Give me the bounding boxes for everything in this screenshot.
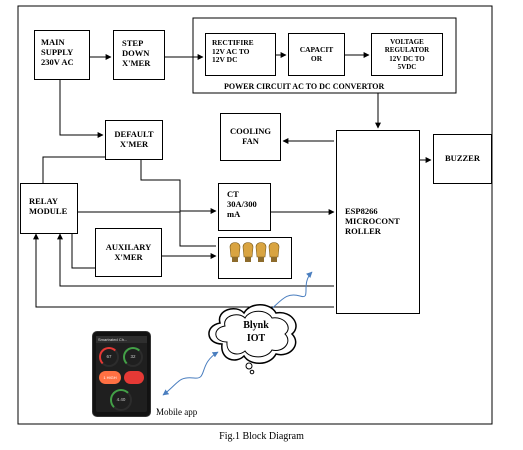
relay-module-block: RELAY MODULE bbox=[20, 183, 78, 234]
cooling-fan-line-1: COOLING bbox=[229, 126, 272, 137]
app-high-button: 1 HIGH bbox=[99, 371, 121, 384]
main-supply-line-3: 230V AC bbox=[41, 56, 74, 67]
regulator-line-4: 5VDC bbox=[397, 62, 417, 71]
ct-block: CT 30A/300 mA bbox=[218, 183, 271, 231]
main-supply-line-1: MAIN bbox=[41, 37, 65, 47]
mobile-phone-image: Smartrated Ch... 67 32 1 HIGH 4.40 bbox=[93, 332, 150, 416]
main-supply-line-2: SUPPLY bbox=[41, 46, 74, 57]
auxilary-line-2: X'MER bbox=[114, 251, 143, 262]
esp8266-block: ESP8266 MICROCONT ROLLER bbox=[336, 130, 420, 314]
cloud-line-2: IOT bbox=[246, 332, 266, 344]
app-title-bar: Smartrated Ch... bbox=[96, 336, 147, 343]
ct-line-2: 30A/300 bbox=[227, 198, 257, 209]
default-xmer-block: DEFAULT X'MER bbox=[105, 120, 163, 160]
relay-line-1: RELAY bbox=[29, 196, 58, 206]
capacitor-line-2: OR bbox=[310, 53, 323, 63]
gauge-2: 32 bbox=[123, 347, 143, 367]
cloud-label: Blynk IOT bbox=[232, 320, 280, 345]
gauge-3: 4.40 bbox=[110, 389, 132, 411]
rectifier-line-2: 12V AC TO bbox=[212, 46, 250, 56]
default-xmer-line-2: X'MER bbox=[119, 139, 149, 149]
figure-caption: Fig.1 Block Diagram bbox=[219, 431, 304, 442]
power-circuit-label: POWER CIRCUIT AC TO DC CONVERTOR bbox=[224, 82, 385, 91]
wire-esp-relay-2 bbox=[33, 233, 334, 308]
cooling-fan-block: COOLING FAN bbox=[220, 113, 281, 161]
main-supply-block: MAIN SUPPLY 230V AC bbox=[34, 30, 90, 80]
gauge-1: 67 bbox=[99, 347, 119, 367]
gauge-1-value: 67 bbox=[106, 354, 112, 359]
auxilary-line-1: AUXILARY bbox=[105, 241, 152, 252]
cloud-icon bbox=[208, 304, 297, 375]
wireless-link-esp bbox=[267, 271, 313, 313]
outer-frame bbox=[17, 5, 493, 425]
bulbs-block bbox=[218, 237, 292, 279]
esp-line-3: ROLLER bbox=[345, 225, 381, 236]
step-down-line-2: DOWN bbox=[122, 47, 150, 58]
step-down-line-3: X'MER bbox=[122, 57, 151, 68]
gauge-2-value: 32 bbox=[130, 354, 136, 359]
rectifier-line-1: RECTIFIRE bbox=[212, 38, 254, 47]
rectifier-line-3: 12V DC bbox=[212, 55, 238, 65]
app-screen: Smartrated Ch... 67 32 1 HIGH 4.40 bbox=[96, 336, 147, 412]
ct-line-3: mA bbox=[227, 208, 241, 219]
wire-relay-aux bbox=[71, 232, 95, 269]
cooling-fan-line-2: FAN bbox=[242, 136, 259, 146]
buzzer-block: BUZZER bbox=[433, 134, 492, 184]
wire-supply-defaultxmer bbox=[59, 80, 104, 138]
capacitor-block: CAPACIT OR bbox=[288, 33, 345, 76]
wire-defaultxmer-relay bbox=[42, 156, 105, 183]
bulbs-icon bbox=[229, 242, 280, 262]
regulator-line-3: 12V DC TO bbox=[389, 54, 425, 63]
voltage-regulator-block: VOLTAGE REGULATOR 12V DC TO 5VDC bbox=[371, 33, 443, 76]
app-red-button bbox=[124, 371, 144, 384]
wire-defaultxmer-ct bbox=[140, 160, 217, 214]
capacitor-line-1: CAPACIT bbox=[299, 44, 334, 54]
step-down-line-1: STEP bbox=[122, 38, 144, 48]
gauge-3-value: 4.40 bbox=[116, 397, 126, 402]
regulator-line-1: VOLTAGE bbox=[390, 38, 424, 47]
regulator-line-2: REGULATOR bbox=[384, 46, 430, 55]
auxilary-xmer-block: AUXILARY X'MER bbox=[95, 228, 162, 277]
cloud-line-1: Blynk bbox=[243, 320, 269, 331]
buzzer-label: BUZZER bbox=[445, 153, 480, 164]
esp-line-2: MICROCONT bbox=[345, 215, 400, 226]
ct-line-1: CT bbox=[227, 189, 239, 199]
wireless-link-phone bbox=[162, 351, 219, 396]
rectifier-block: RECTIFIRE 12V AC TO 12V DC bbox=[205, 33, 276, 76]
default-xmer-line-1: DEFAULT bbox=[114, 129, 154, 140]
mobile-app-label: Mobile app bbox=[156, 407, 198, 417]
wire-bus-bulbs bbox=[179, 211, 216, 247]
esp-line-1: ESP8266 bbox=[345, 206, 378, 216]
step-down-block: STEP DOWN X'MER bbox=[113, 30, 165, 80]
relay-line-2: MODULE bbox=[29, 205, 68, 216]
wire-esp-relay-1 bbox=[57, 233, 334, 287]
power-circuit-container bbox=[192, 17, 457, 94]
